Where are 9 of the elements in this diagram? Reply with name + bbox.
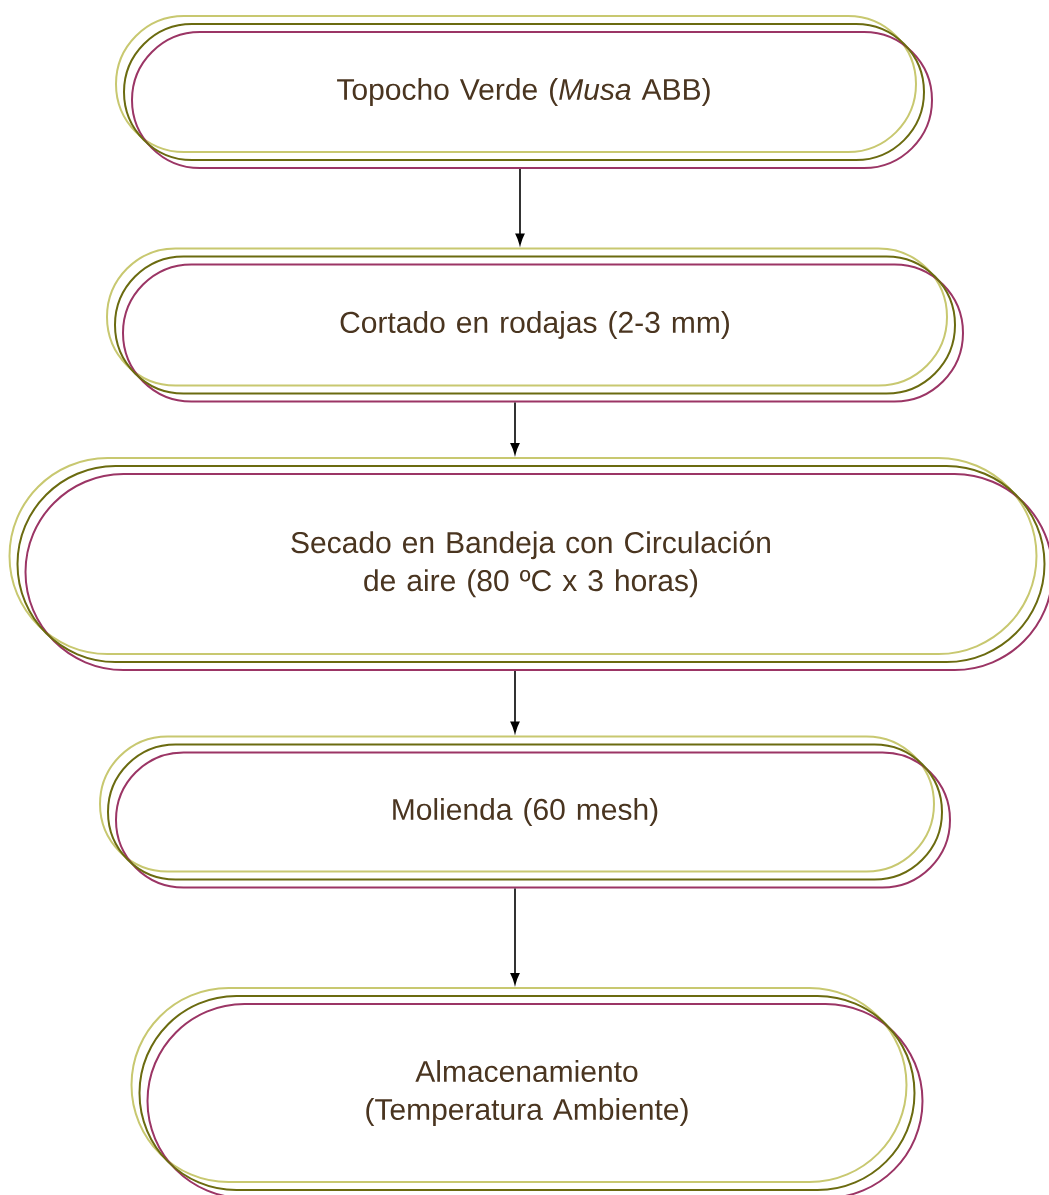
process-box: Molienda (60 mesh) xyxy=(99,735,951,889)
arrow xyxy=(515,168,525,245)
process-box: Topocho Verde (Musa ABB) xyxy=(115,15,933,169)
arrow xyxy=(510,887,520,985)
arrow xyxy=(510,670,520,733)
arrow xyxy=(510,401,520,455)
process-box: Almacenamiento (Temperatura Ambiente) xyxy=(130,987,924,1195)
process-box: Secado en Bandeja con Circulación de aire (80 ºC x 3 horas) xyxy=(8,457,1049,671)
process-box: Cortado en rodajas (2-3 mm) xyxy=(106,247,964,403)
